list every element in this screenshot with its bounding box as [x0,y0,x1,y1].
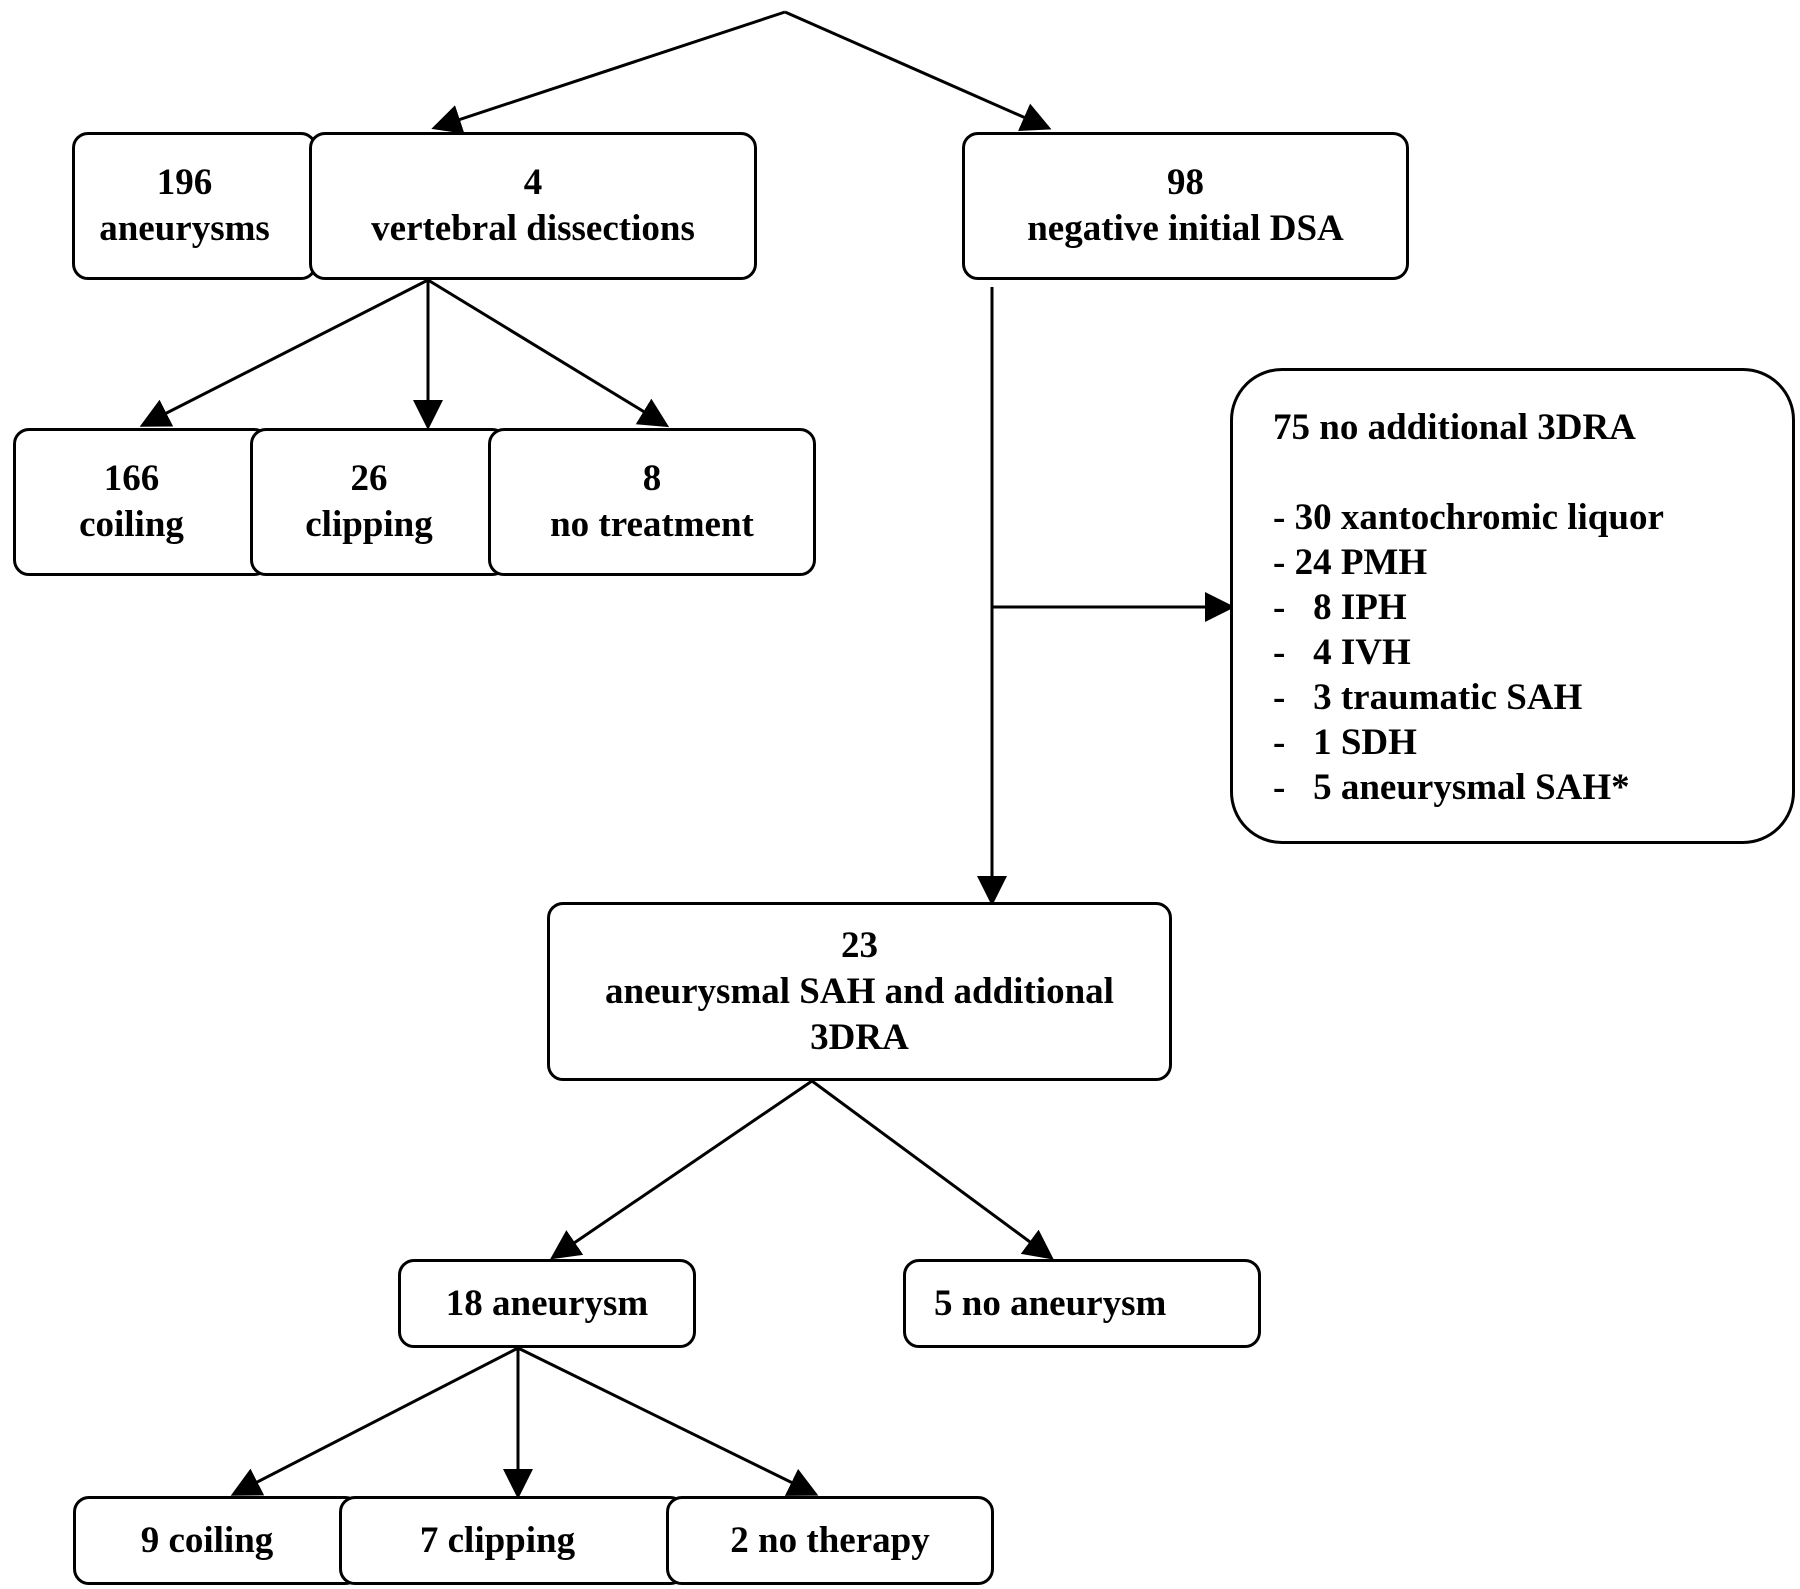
box-additional-3dra: 23 aneurysmal SAH and additional 3DRA [547,902,1172,1081]
no-3dra-title: 75 no additional 3DRA [1273,407,1636,448]
final-coiling-label: 9 coiling [140,1519,274,1561]
no-3dra-item: - 1 SDH [1273,722,1417,763]
arrow-to-final-no-therapy [517,1346,819,1496]
arrow-to-vertebral [431,10,786,134]
aneurysms-count: 196 [156,162,213,203]
box-vertebral-dissections: 4 vertebral dissections [309,132,757,280]
initial-coiling-count: 166 [103,458,160,499]
negative-label: negative initial DSA [1027,208,1344,249]
additional-3dra-count: 23 [841,924,878,966]
vertebral-count: 4 [523,162,543,203]
initial-none-count: 8 [642,458,662,499]
vertebral-label: vertebral dissections [371,208,695,249]
negative-count: 98 [1167,162,1204,203]
no-3dra-item: - 8 IPH [1273,587,1407,628]
additional-3dra-line1: aneurysmal SAH and additional [605,970,1114,1012]
arrow-to-no-aneurysm [811,1079,1054,1260]
aneurysms-label: aneurysms [99,208,270,249]
final-no-therapy-label: 2 no therapy [730,1519,930,1561]
no-aneurysm-label: 5 no aneurysm [934,1282,1167,1324]
arrow-to-coiling [139,278,429,427]
initial-none-label: no treatment [550,504,754,545]
arrow-to-negative-dsa [784,10,1052,132]
box-aneurysm-found: 18 aneurysm [398,1259,696,1348]
box-negative-initial-dsa: 98 negative initial DSA [962,132,1409,280]
box-final-clipping: 7 clipping [339,1496,686,1585]
initial-coiling-label: coiling [79,504,184,545]
box-final-no-therapy: 2 no therapy [666,1496,994,1585]
no-3dra-item: - 24 PMH [1273,542,1428,583]
initial-clipping-label: clipping [305,504,433,545]
box-no-aneurysm: 5 no aneurysm [903,1259,1261,1348]
box-no-additional-3dra: 75 no additional 3DRA - 30 xantochromic … [1230,368,1795,844]
no-3dra-item: - 4 IVH [1273,632,1411,673]
no-3dra-item: - 30 xantochromic liquor [1273,497,1664,538]
box-initial-coiling: 166 coiling [13,428,270,576]
no-3dra-item: - 5 aneurysmal SAH* [1273,767,1630,808]
arrow-to-no-treatment [427,278,670,428]
aneurysm-found-label: 18 aneurysm [445,1282,649,1324]
box-final-coiling: 9 coiling [73,1496,361,1585]
initial-clipping-count: 26 [350,458,388,499]
box-initial-no-treatment: 8 no treatment [488,428,816,576]
arrow-to-aneurysm-found [550,1079,813,1260]
arrow-to-final-coiling [230,1346,519,1496]
final-clipping-label: 7 clipping [419,1519,576,1561]
box-aneurysms: 196 aneurysms [72,132,317,280]
additional-3dra-line2: 3DRA [810,1016,909,1058]
box-initial-clipping: 26 clipping [250,428,508,576]
no-3dra-item: - 3 traumatic SAH [1273,677,1583,718]
